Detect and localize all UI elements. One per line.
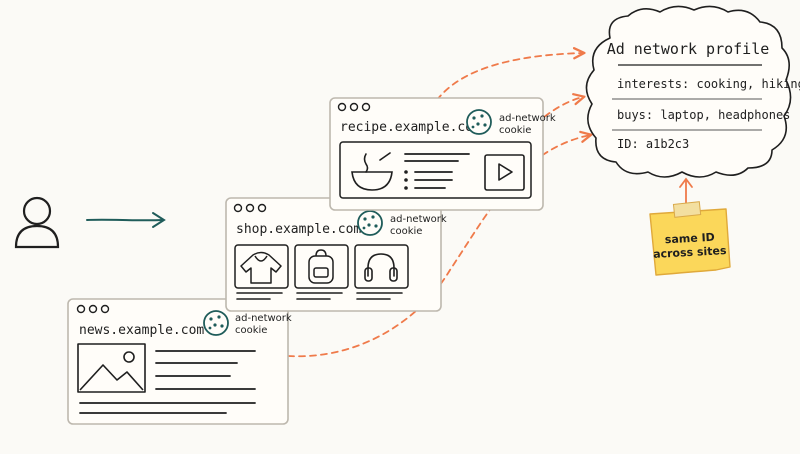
note-line1: same ID	[665, 231, 716, 247]
browse-arrow	[86, 212, 166, 228]
product-tile	[354, 244, 409, 289]
product-tile	[294, 244, 349, 289]
window-controls	[337, 102, 371, 112]
recipe-url: recipe.example.com	[340, 120, 481, 135]
tracking-arrow-recipe	[436, 53, 583, 101]
cookie-label-line1: ad-network	[390, 214, 447, 225]
window-controls	[233, 203, 267, 213]
profile-id: ID: a1b2c3	[617, 137, 689, 151]
profile-buys: buys: laptop, headphones	[617, 108, 790, 122]
note-arrow	[679, 177, 693, 206]
sticky-note: same ID across sites	[649, 201, 731, 276]
cookie-label-line1: ad-network	[499, 113, 556, 124]
cookie-label-line2: cookie	[390, 226, 422, 237]
product-caption-lines	[236, 292, 403, 300]
shop-url: shop.example.com	[236, 222, 361, 237]
image-icon	[77, 343, 146, 393]
tape	[672, 201, 702, 218]
headphones-icon	[364, 253, 398, 282]
hoodie-icon	[240, 251, 282, 284]
news-url: news.example.com	[79, 323, 204, 338]
shop-window: shop.example.com ad-network cookie	[225, 197, 447, 312]
news-window: news.example.com ad-network cookie	[67, 298, 292, 425]
product-tile	[234, 244, 289, 289]
cookie-icon	[357, 210, 383, 236]
recipe-content-box	[339, 141, 532, 199]
bowl-icon	[351, 152, 393, 191]
cookie-icon	[466, 109, 492, 135]
profile-interests: interests: cooking, hiking	[617, 77, 800, 91]
cookie-icon	[203, 310, 229, 336]
profile-cloud: Ad network profile interests: cooking, h…	[585, 5, 800, 178]
cookie-label-line2: cookie	[499, 125, 531, 136]
profile-title: Ad network profile	[607, 40, 770, 58]
window-controls	[76, 304, 110, 314]
user-icon	[14, 196, 60, 249]
cookie-label-line2: cookie	[235, 325, 267, 336]
ingredient-bullets	[404, 170, 408, 190]
backpack-icon	[308, 249, 334, 284]
note-line2: across sites	[653, 244, 727, 261]
play-icon	[484, 154, 525, 191]
cookie-label-line1: ad-network	[235, 313, 292, 324]
article-text-lines	[79, 350, 256, 414]
recipe-window: recipe.example.com ad-network cookie	[329, 97, 556, 211]
recipe-text-lines	[404, 153, 470, 189]
